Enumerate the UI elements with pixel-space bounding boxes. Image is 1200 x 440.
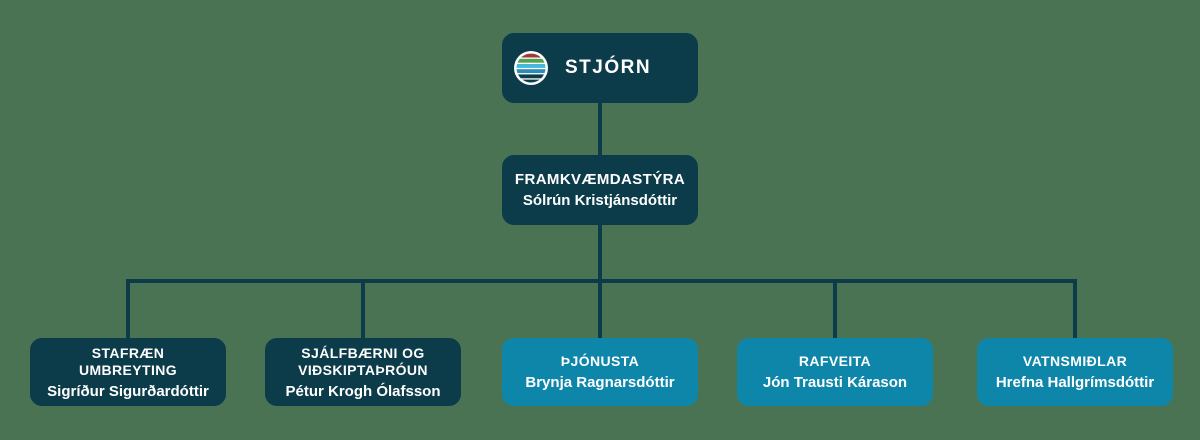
department-person-name: Jón Trausti Kárason [762,374,908,391]
connector-drop [833,279,837,340]
striped-globe-logo-icon [514,51,548,85]
node-department-vatnsmidlar: VATNSMIÐLAR Hrefna Hallgrímsdóttir [977,338,1173,406]
connector-drop [361,279,365,340]
department-title: ÞJÓNUSTA [560,353,640,369]
node-board: STJÓRN [502,33,698,103]
connector-root-to-manager [598,101,602,157]
node-department-thjonusta: ÞJÓNUSTA Brynja Ragnarsdóttir [502,338,698,406]
department-person-name: Brynja Ragnarsdóttir [525,374,675,391]
connector-drop [1073,279,1077,340]
connector-manager-to-rail [598,223,602,281]
department-person-name: Hrefna Hallgrímsdóttir [995,374,1155,391]
connector-drop [598,279,602,340]
manager-title: FRAMKVÆMDASTÝRA [514,171,686,188]
manager-person-name: Sólrún Kristjánsdóttir [522,192,678,209]
connector-drop [126,279,130,340]
board-title: STJÓRN [565,57,652,78]
node-department-rafveita: RAFVEITA Jón Trausti Kárason [737,338,933,406]
department-person-name: Pétur Krogh Ólafsson [285,382,441,400]
department-title: RAFVEITA [798,353,872,369]
node-managing-director: FRAMKVÆMDASTÝRA Sólrún Kristjánsdóttir [502,155,698,225]
department-title: VATNSMIÐLAR [1022,353,1128,369]
department-person-name: Sigríður Sigurðardóttir [47,382,209,400]
